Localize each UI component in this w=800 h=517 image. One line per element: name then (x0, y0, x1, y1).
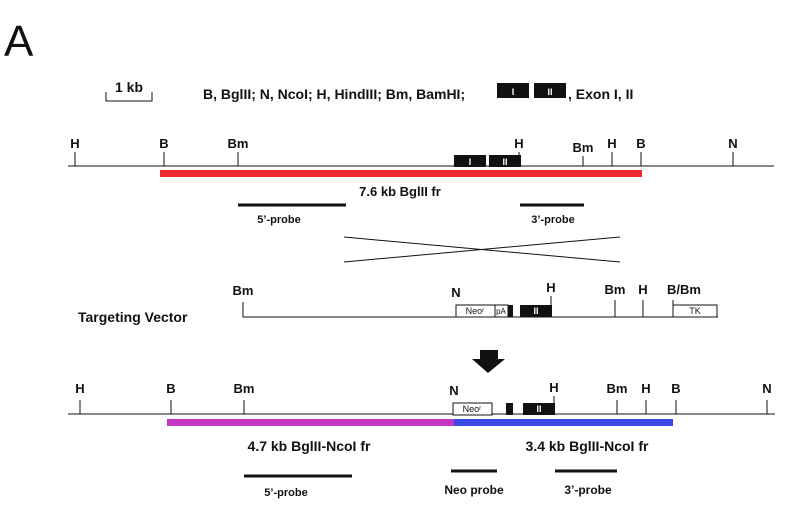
left-fragment-label: 4.7 kb BglII-NcoI fr (248, 438, 371, 454)
targeted-allele: H B Bm N H Bm H B N Neoʳ II 4.7 kb BglII… (68, 380, 775, 499)
neo-probe-label: Neo probe (444, 483, 504, 497)
abbreviation-legend: B, BglII; N, NcoI; H, HindIII; Bm, BamHI… (203, 86, 465, 102)
wt-5-probe-label: 5’-probe (257, 214, 300, 226)
wt-exon-2 (489, 155, 521, 167)
targeted-exon-2 (523, 403, 555, 415)
wt-exon-1-mark: I (469, 157, 472, 167)
wt-site-bglii: B (159, 136, 168, 151)
targeted-site-bglii: B (671, 381, 680, 396)
vector-neo-label: Neoʳ (466, 306, 485, 316)
vector-site-ncoi: N (451, 285, 460, 300)
targeting-vector: Targeting Vector Bm N H Bm H B/Bm Neoʳ p… (78, 280, 718, 325)
targeted-site-ncoi: N (762, 381, 771, 396)
targeted-exon-2-mark: II (536, 404, 541, 414)
targeted-neo-label: Neoʳ (463, 404, 482, 414)
targeted-site-hindiii: H (75, 381, 84, 396)
wt-site-ncoi: N (728, 136, 737, 151)
vector-site-bamhi: Bm (605, 282, 626, 297)
wt-site-bglii: B (636, 136, 645, 151)
targeted-site-bglii: B (166, 381, 175, 396)
targeted-5-probe-label: 5’-probe (264, 487, 307, 499)
wt-3-probe-label: 3’-probe (531, 214, 574, 226)
targeted-exon-fragment (506, 403, 513, 415)
targeted-site-hindiii: H (641, 381, 650, 396)
vector-tk-cassette (672, 304, 718, 318)
legend-exon-2-mark: II (547, 87, 552, 97)
exon-legend-text: , Exon I, II (568, 86, 633, 102)
vector-pa-label: pA (496, 307, 506, 316)
wt-site-bamhi: Bm (573, 140, 594, 155)
wt-bglii-fragment-bar (160, 170, 642, 177)
vector-exon-2-mark: II (533, 306, 538, 316)
wt-site-bamhi: Bm (228, 136, 249, 151)
scale-label: 1 kb (115, 79, 143, 95)
left-fragment-bar (167, 419, 454, 426)
legend-exon-1-mark: I (512, 87, 515, 97)
targeted-site-bamhi: Bm (234, 381, 255, 396)
vector-title: Targeting Vector (78, 309, 188, 325)
wt-site-hindiii: H (607, 136, 616, 151)
wt-site-hindiii: H (514, 136, 523, 151)
targeted-site-ncoi: N (449, 383, 458, 398)
panel-label: A (4, 17, 34, 66)
wt-exon-1 (454, 155, 486, 167)
right-fragment-label: 3.4 kb BglII-NcoI fr (526, 438, 649, 454)
right-fragment-bar (454, 419, 673, 426)
targeted-site-bamhi: Bm (607, 381, 628, 396)
vector-line (242, 302, 718, 318)
targeted-site-hindiii: H (549, 380, 558, 395)
legend-exon-2 (534, 83, 566, 98)
vector-site-hindiii: H (546, 280, 555, 295)
vector-exon-fragment (508, 305, 513, 317)
vector-site-bglii-bamhi: B/Bm (667, 282, 701, 297)
down-arrow-icon (472, 350, 505, 373)
vector-tk-label: TK (689, 306, 701, 316)
legend: 1 kb B, BglII; N, NcoI; H, HindIII; Bm, … (105, 79, 633, 102)
legend-exon-1 (497, 83, 529, 98)
wt-fragment-label: 7.6 kb BglII fr (359, 184, 441, 199)
vector-exon-2 (520, 305, 552, 317)
recombination-cross (343, 236, 621, 263)
targeted-3-probe-label: 3’-probe (564, 483, 612, 497)
wild-type-allele: H B Bm H Bm H B N I II 7.6 kb BglII fr 5… (68, 136, 774, 226)
vector-site-bamhi: Bm (233, 283, 254, 298)
wt-site-hindiii: H (70, 136, 79, 151)
targeted-neo-cassette (452, 402, 493, 416)
wt-exon-2-mark: II (502, 157, 507, 167)
vector-site-hindiii: H (638, 282, 647, 297)
scale-bar (105, 92, 153, 102)
